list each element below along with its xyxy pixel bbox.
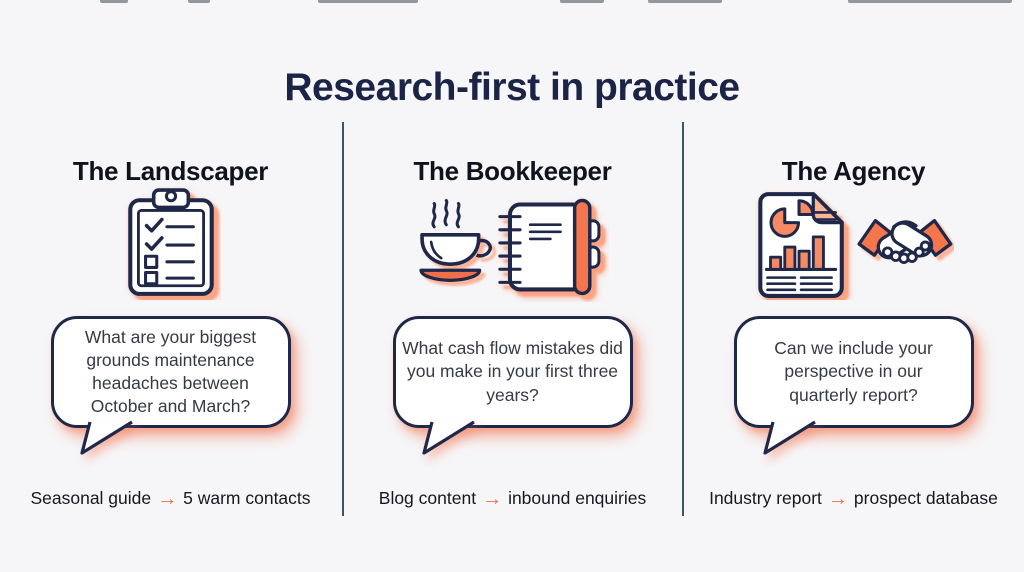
coffee-cup-icon [418,233,492,282]
column-landscaper: The Landscaper What are your biggest gro… [0,122,341,572]
pie-chart-icon [769,207,800,238]
result-to: 5 warm contacts [183,488,311,508]
result-to: prospect database [853,488,998,508]
speech-bubble: What are your biggest grounds maintenanc… [50,316,291,455]
result-line: Industry report→prospect database [683,488,1024,511]
arrow-icon: → [157,488,178,510]
clipboard-checklist-icon [127,188,214,296]
column-bookkeeper: The Bookkeeper [342,122,683,572]
speech-bubble-tail [421,420,475,455]
column-heading: The Agency [781,155,926,186]
top-edge-artifact [188,0,210,3]
arrow-icon: → [482,488,503,510]
column-divider [342,122,344,516]
column-divider [682,122,684,516]
speech-bubble: What cash flow mistakes did you make in … [392,316,633,455]
result-from: Seasonal guide [30,488,152,508]
speech-bubble-tail [79,420,133,455]
report-document-icon [757,192,844,298]
top-edge-artifact [100,0,128,3]
page-title: Research-first in practice [284,66,740,110]
top-edge-artifact [848,0,1012,3]
column-heading: The Bookkeeper [413,155,612,186]
handshake-icon [856,218,952,264]
question-text: What cash flow mistakes did you make in … [402,338,623,405]
question-text: What are your biggest grounds maintenanc… [84,326,257,417]
result-to: inbound enquiries [508,488,647,508]
top-edge-artifact [648,0,722,3]
column-agency: The Agency [683,122,1024,572]
steam-icon [430,198,461,229]
result-from: Blog content [378,488,477,508]
question-text: Can we include your perspective in our q… [774,338,933,405]
column-heading: The Landscaper [72,155,269,186]
coffee-cup-and-notebook-icon [418,198,600,296]
result-from: Industry report [709,488,822,508]
top-edge-artifact [318,0,418,3]
notebook-icon [497,198,600,296]
speech-bubble: Can we include your perspective in our q… [733,316,974,455]
report-and-handshake-icon [757,192,952,298]
result-line: Blog content→inbound enquiries [342,488,683,511]
speech-bubble-tail [762,420,816,455]
result-line: Seasonal guide→5 warm contacts [0,488,341,511]
top-edge-artifact [560,0,604,3]
arrow-icon: → [827,488,848,510]
